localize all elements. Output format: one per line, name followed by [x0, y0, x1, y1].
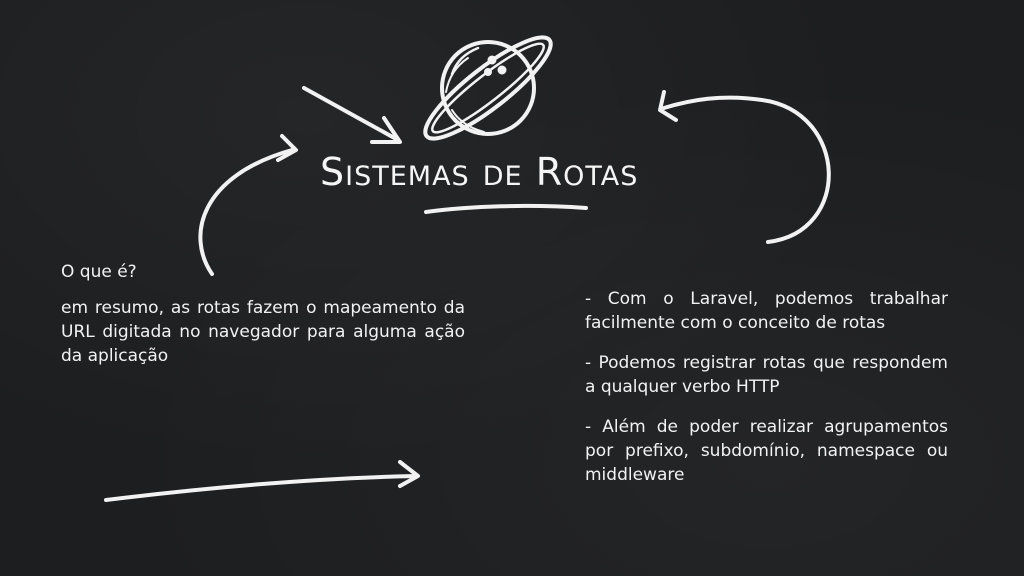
answer-paragraph: em resumo, as rotas fazem o mapeamento d… [61, 298, 465, 366]
left-content: O que é? em resumo, as rotas fazem o map… [61, 260, 465, 368]
slide-title: Sistemas de Rotas [320, 150, 639, 194]
planet-icon [423, 35, 553, 141]
right-content: - Com o Laravel, podemos trabalhar facil… [585, 287, 948, 503]
arrow-icon [198, 134, 298, 276]
arrow-icon [302, 86, 402, 144]
bullet-item: - Com o Laravel, podemos trabalhar facil… [585, 289, 948, 333]
question-heading: O que é? [61, 262, 137, 282]
underline-stroke [424, 203, 588, 214]
arrow-icon [104, 460, 420, 502]
bullet-item: - Além de poder realizar agrupamentos po… [585, 417, 948, 485]
bullet-item: - Podemos registrar rotas que respondem … [585, 353, 948, 397]
arrow-icon [658, 90, 831, 244]
